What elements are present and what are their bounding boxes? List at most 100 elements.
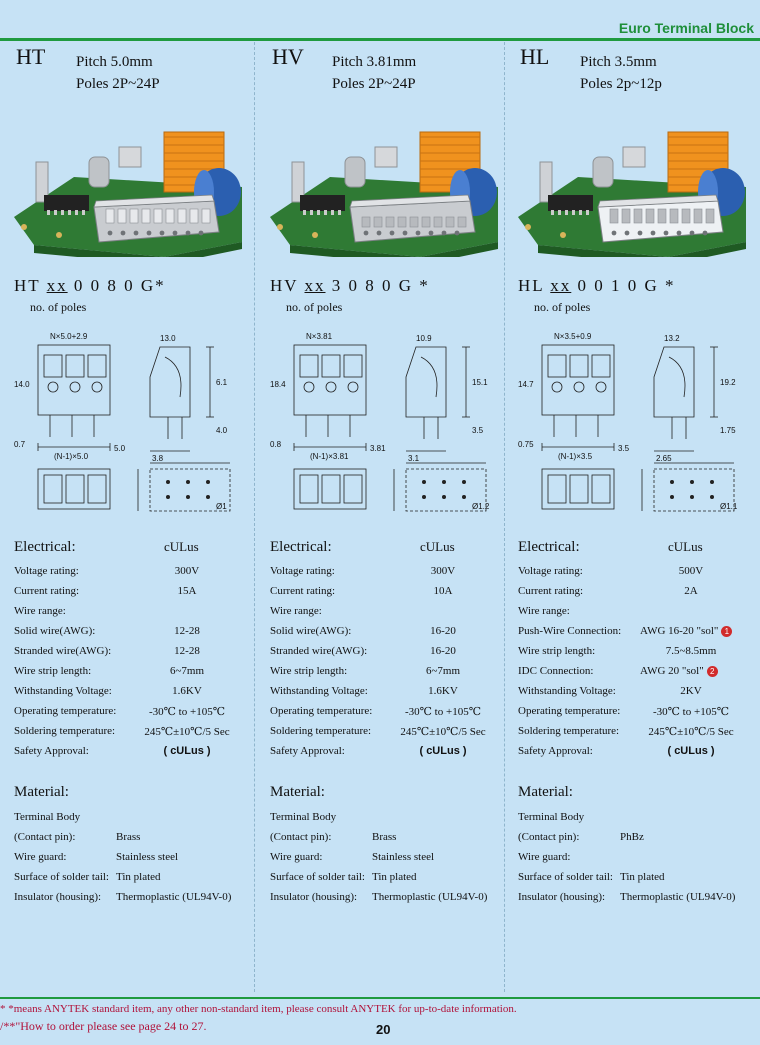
spec-row: Push-Wire Connection: AWG 16-20 "sol"1	[518, 625, 754, 641]
dim-label-pitch: 5.0	[114, 444, 126, 453]
spec-label: Solid wire(AWG):	[14, 625, 96, 637]
dim-label-depth: 10.9	[416, 334, 432, 343]
material-value: Stainless steel	[116, 851, 179, 863]
side-view-outline	[405, 346, 447, 418]
material-value: Thermoplastic (UL94V-0)	[620, 891, 736, 903]
dim-label-depth: 13.0	[160, 334, 176, 343]
series-code: HV	[272, 44, 304, 69]
order-code-poles-placeholder: xx	[550, 276, 572, 295]
spec-label: Current rating:	[270, 585, 336, 597]
spec-label: Solid wire(AWG):	[270, 625, 352, 637]
spec-value: -30℃ to +105℃	[148, 706, 226, 718]
spec-row: Wire strip length: 6~7mm	[270, 665, 506, 681]
material-value: Tin plated	[372, 871, 417, 883]
material-value: Thermoplastic (UL94V-0)	[116, 891, 232, 903]
spec-value: 16-20	[430, 625, 456, 637]
spec-label: Operating temperature:	[518, 705, 621, 717]
dim-label-edge: 3.1	[408, 454, 420, 463]
product-photo	[518, 131, 746, 265]
poles-spec: Poles 2P~24P	[332, 76, 416, 92]
spec-row: Wire range:	[518, 605, 754, 621]
material-heading: Material:	[14, 784, 69, 800]
column-divider	[254, 42, 255, 992]
spec-value: AWG 16-20 "sol"	[640, 625, 719, 637]
spec-label: Voltage rating:	[270, 565, 335, 577]
dim-label-hole: Ø1	[216, 502, 227, 511]
spec-row: Safety Approval: ( cULus )	[518, 745, 754, 761]
spec-row: Wire range:	[270, 605, 506, 621]
certification-label: cULus	[420, 539, 455, 554]
dim-label-hole: Ø1.2	[472, 502, 490, 511]
dim-label-pitch-span: (N-1)×3.81	[310, 452, 349, 461]
material-label: (Contact pin):	[518, 831, 580, 843]
certification-label: cULus	[164, 539, 199, 554]
spec-label: Wire strip length:	[14, 665, 92, 677]
spec-value: 12-28	[174, 625, 200, 637]
spec-row: Soldering temperature: 245℃±10℃/5 Sec	[270, 725, 506, 741]
spec-row: Current rating: 15A	[14, 585, 250, 601]
material-row: Terminal Body	[518, 811, 758, 827]
order-code-poles-placeholder: xx	[304, 276, 326, 295]
spec-label: Operating temperature:	[14, 705, 117, 717]
order-code-prefix: HV	[270, 276, 305, 295]
order-code-prefix: HL	[518, 276, 551, 295]
order-code-suffix: 0 0 8 0 G*	[67, 276, 166, 295]
top-view-outline	[37, 468, 111, 510]
dim-label-pitch: 3.5	[618, 444, 630, 453]
spec-row: Current rating: 2A	[518, 585, 754, 601]
material-value: PhBz	[620, 831, 644, 843]
pitch-spec: Pitch 3.81mm	[332, 54, 417, 70]
header-rule	[0, 38, 760, 41]
page-number: 20	[376, 1022, 391, 1037]
material-label: Surface of solder tail:	[270, 871, 365, 883]
order-code-suffix: 3 0 8 0 G *	[325, 276, 430, 295]
spec-row: Soldering temperature: 245℃±10℃/5 Sec	[14, 725, 250, 741]
spec-row: Solid wire(AWG): 16-20	[270, 625, 506, 641]
spec-row: Solid wire(AWG): 12-28	[14, 625, 250, 641]
dim-label-edge: 3.8	[152, 454, 164, 463]
side-view-outline	[149, 346, 191, 418]
electrical-heading: Electrical:	[518, 539, 580, 555]
top-view-outline	[541, 468, 615, 510]
material-row: Surface of solder tail: Tin plated	[270, 871, 510, 887]
dim-label-width: N×5.0+2.9	[50, 332, 88, 341]
spec-label: Soldering temperature:	[14, 725, 116, 737]
spec-label: Wire range:	[518, 605, 570, 617]
poles-spec: Poles 2p~12p	[580, 76, 662, 92]
spec-label: Withstanding Voltage:	[518, 685, 616, 697]
material-value: Brass	[116, 831, 141, 843]
dimension-drawing: N×5.0+2.9 (N-1)×5.0 5.0 0.7 14.0 13.0 6.…	[14, 332, 231, 512]
material-heading: Material:	[270, 784, 325, 800]
spec-value: 245℃±10℃/5 Sec	[144, 726, 230, 738]
spec-value: 6~7mm	[169, 665, 205, 677]
spec-value: 245℃±10℃/5 Sec	[400, 726, 486, 738]
spec-row: Soldering temperature: 245℃±10℃/5 Sec	[518, 725, 754, 741]
dimension-drawing: N×3.81 (N-1)×3.81 3.81 0.8 18.4 10.9 15.…	[270, 332, 490, 512]
dim-label-side-height: 19.2	[720, 378, 736, 387]
spec-value: 1.6KV	[428, 685, 458, 697]
dim-label-side-height: 15.1	[472, 378, 488, 387]
material-label: Insulator (housing):	[518, 891, 606, 903]
spec-value: 12-28	[174, 645, 200, 657]
product-photo	[270, 131, 498, 265]
spec-row: Wire strip length: 6~7mm	[14, 665, 250, 681]
dim-label-front-height: 18.4	[270, 380, 286, 389]
spec-row: Withstanding Voltage: 1.6KV	[270, 685, 506, 701]
page-header-title: Euro Terminal Block	[618, 20, 754, 36]
material-label: Surface of solder tail:	[14, 871, 109, 883]
front-view-outline	[293, 344, 367, 416]
footer-rule	[0, 997, 760, 999]
material-row: Wire guard: Stainless steel	[14, 851, 254, 867]
spec-label: Operating temperature:	[270, 705, 373, 717]
spec-value: 6~7mm	[425, 665, 461, 677]
spec-value: 300V	[430, 565, 456, 577]
pcb-layout-outline	[653, 468, 735, 512]
material-label: Surface of solder tail:	[518, 871, 613, 883]
spec-label: Stranded wire(AWG):	[270, 645, 368, 657]
spec-label: Wire strip length:	[270, 665, 348, 677]
material-label: Wire guard:	[270, 851, 323, 863]
spec-label: Voltage rating:	[14, 565, 79, 577]
spec-label: IDC Connection:	[518, 665, 594, 677]
